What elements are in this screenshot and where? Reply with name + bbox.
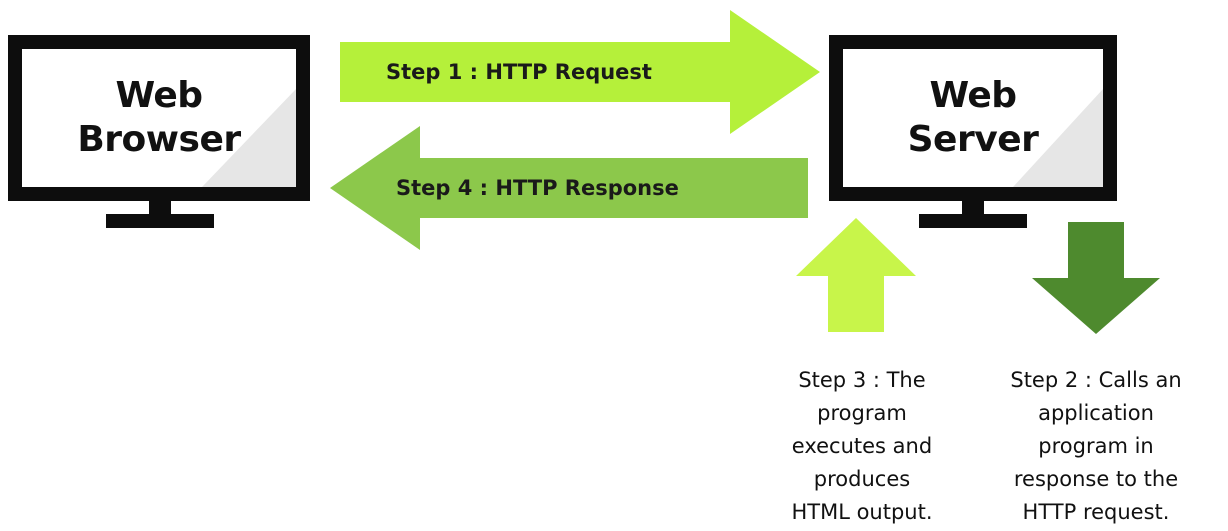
web-browser-screen: Web Browser bbox=[8, 35, 310, 201]
step3-arrow bbox=[796, 218, 916, 332]
web-server-screen: Web Server bbox=[829, 35, 1117, 201]
step4-label: Step 4 : HTTP Response bbox=[396, 176, 679, 200]
web-browser-label-line1: Web bbox=[115, 75, 203, 116]
web-server-stand-neck bbox=[962, 200, 984, 216]
web-server-stand-foot bbox=[919, 214, 1027, 228]
web-server-label-line2: Server bbox=[907, 119, 1039, 160]
step2-note: Step 2 : Calls an application program in… bbox=[1010, 368, 1182, 524]
web-browser-label-line2: Browser bbox=[77, 119, 241, 160]
step1-arrow bbox=[340, 10, 820, 134]
step2-arrow bbox=[1032, 222, 1160, 334]
step3-note: Step 3 : The program executes and produc… bbox=[791, 368, 933, 524]
web-browser-label: Web Browser bbox=[22, 74, 296, 162]
screen-shade bbox=[202, 89, 296, 187]
web-browser-stand-neck bbox=[149, 200, 171, 216]
step1-label: Step 1 : HTTP Request bbox=[386, 60, 652, 84]
step4-arrow bbox=[330, 126, 808, 250]
web-server-label-line1: Web bbox=[929, 75, 1017, 116]
web-browser-stand-foot bbox=[106, 214, 214, 228]
web-server-label: Web Server bbox=[843, 74, 1103, 162]
screen-shade bbox=[1013, 89, 1103, 187]
